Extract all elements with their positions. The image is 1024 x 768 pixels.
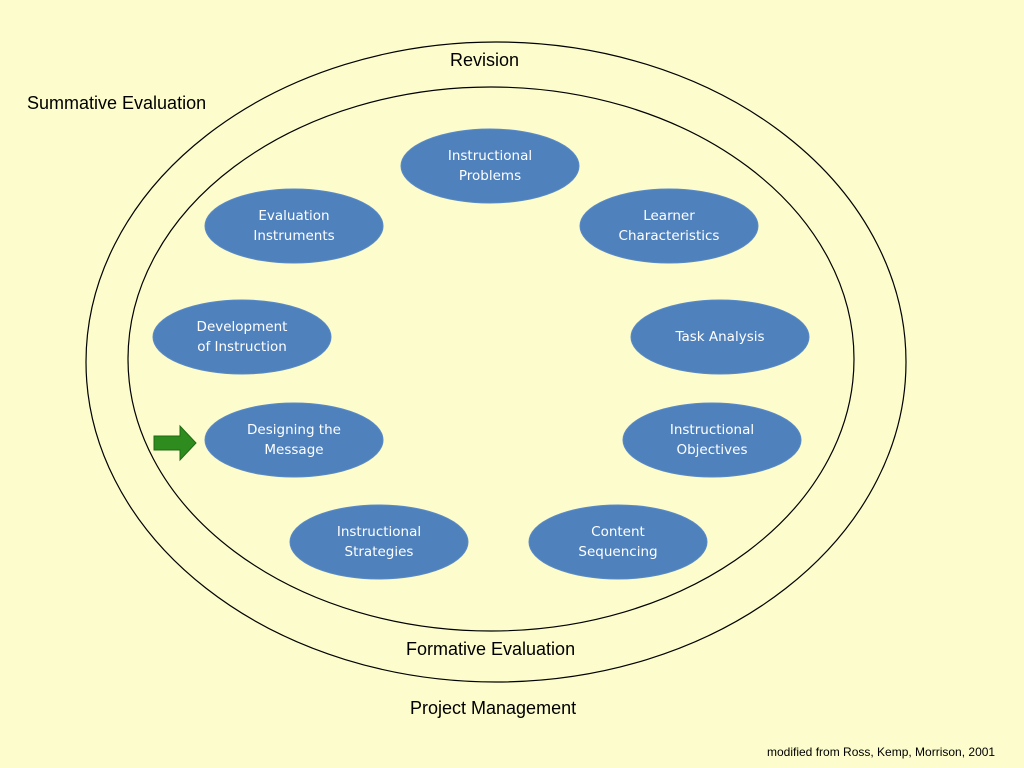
project-management-label: Project Management bbox=[410, 698, 577, 718]
formative-evaluation-label: Formative Evaluation bbox=[406, 639, 576, 659]
node-learner-characteristics-shape bbox=[579, 188, 759, 264]
node-development-of-instruction[interactable]: Development of Instruction bbox=[196, 319, 288, 355]
node-instructional-objectives[interactable]: Instructional Objectives bbox=[669, 422, 755, 458]
node-instructional-strategies-shape bbox=[289, 504, 469, 580]
outer-ring bbox=[85, 41, 907, 683]
node-instructional-problems[interactable]: Instructional Problems bbox=[447, 148, 533, 184]
node-designing-the-message-shape bbox=[204, 402, 384, 478]
node-content-sequencing-shape bbox=[528, 504, 708, 580]
summative-evaluation-label: Summative Evaluation bbox=[27, 93, 207, 113]
node-development-of-instruction-shape bbox=[152, 299, 332, 375]
node-evaluation-instruments-shape bbox=[204, 188, 384, 264]
node-instructional-strategies[interactable]: Instructional Strategies bbox=[336, 524, 422, 560]
node-task-analysis[interactable]: Task Analysis bbox=[675, 329, 765, 345]
credit-text: modified from Ross, Kemp, Morrison, 2001 bbox=[767, 745, 996, 759]
node-task-analysis-shape bbox=[630, 299, 810, 375]
inner-ring bbox=[127, 86, 855, 632]
node-content-sequencing[interactable]: Content Sequencing bbox=[578, 524, 658, 560]
right-arrow-icon bbox=[153, 424, 197, 462]
node-evaluation-instruments[interactable]: Evaluation Instruments bbox=[253, 208, 335, 244]
revision-label: Revision bbox=[450, 50, 520, 70]
node-instructional-problems-shape bbox=[400, 128, 580, 204]
node-instructional-objectives-shape bbox=[622, 402, 802, 478]
node-designing-the-message[interactable]: Designing the Message bbox=[247, 422, 341, 458]
node-learner-characteristics[interactable]: Learner Characteristics bbox=[618, 208, 720, 244]
